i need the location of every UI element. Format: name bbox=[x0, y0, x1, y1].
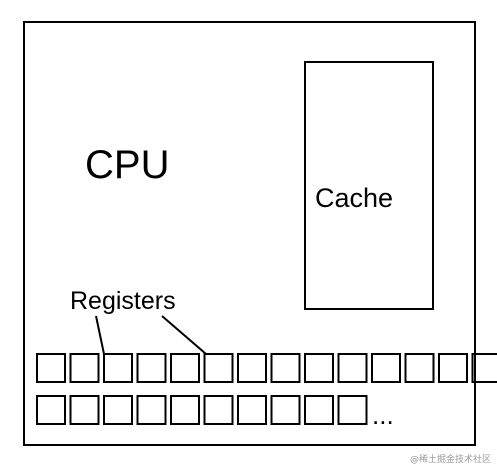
register-cell bbox=[471, 353, 497, 383]
register-cell bbox=[438, 353, 468, 383]
register-cell bbox=[304, 395, 334, 425]
register-cell bbox=[136, 353, 167, 383]
cache-box bbox=[304, 61, 434, 310]
register-cell bbox=[103, 395, 133, 425]
watermark: @稀土掘金技术社区 bbox=[409, 455, 491, 465]
register-cell bbox=[270, 395, 301, 425]
register-cell bbox=[237, 395, 267, 425]
cache-label: Cache bbox=[315, 183, 393, 213]
register-cell bbox=[170, 353, 200, 383]
register-cell bbox=[69, 353, 100, 383]
register-cell bbox=[203, 353, 234, 383]
registers-pointer-line-left bbox=[95, 315, 105, 355]
registers-label: Registers bbox=[70, 287, 176, 315]
register-cell bbox=[371, 353, 401, 383]
register-cell bbox=[203, 395, 234, 425]
registers-pointer-line-right bbox=[161, 315, 207, 355]
register-cell bbox=[337, 395, 368, 425]
registers-ellipsis: ... bbox=[372, 400, 394, 430]
register-cell bbox=[337, 353, 368, 383]
register-cell bbox=[170, 395, 200, 425]
register-cell bbox=[404, 353, 435, 383]
register-cell bbox=[36, 395, 66, 425]
register-cell bbox=[69, 395, 100, 425]
register-grid bbox=[36, 353, 497, 425]
register-cell bbox=[237, 353, 267, 383]
register-cell bbox=[103, 353, 133, 383]
cpu-label: CPU bbox=[85, 143, 169, 187]
register-cell bbox=[270, 353, 301, 383]
register-cell bbox=[304, 353, 334, 383]
register-cell bbox=[36, 353, 66, 383]
cpu-box bbox=[23, 21, 476, 446]
register-cell bbox=[136, 395, 167, 425]
